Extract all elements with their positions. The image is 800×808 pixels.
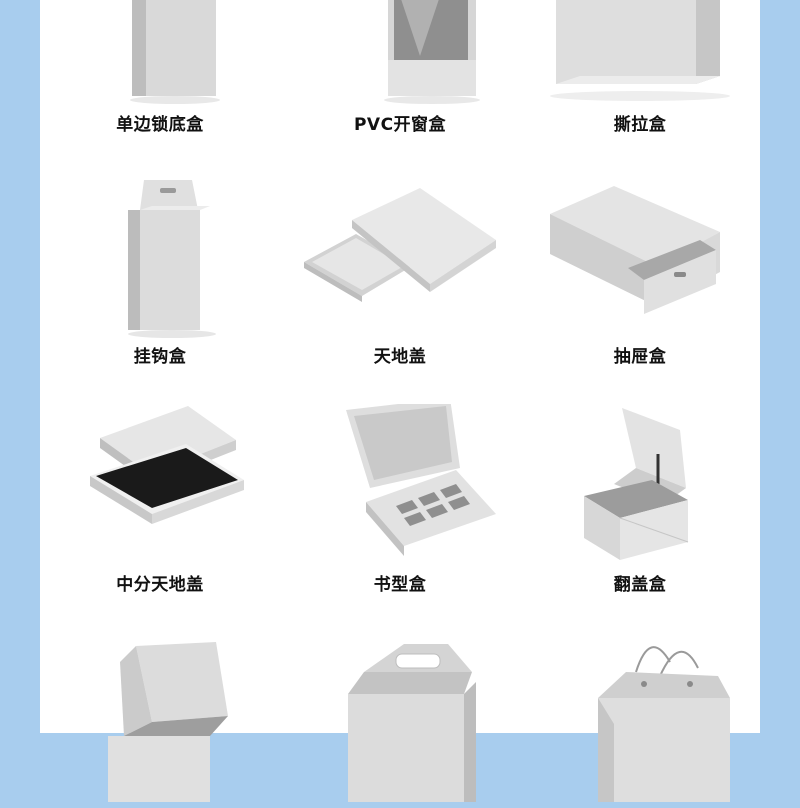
- box-item-pvc-window[interactable]: PVC开窗盒: [280, 0, 520, 135]
- content-panel: [40, 0, 760, 733]
- tear-box-icon: [550, 0, 730, 101]
- mailer-box-icon: [108, 642, 228, 802]
- box-item-mailer[interactable]: [40, 580, 280, 808]
- box-label: 书型盒: [373, 575, 427, 595]
- lid-box-icon: [304, 188, 496, 302]
- book-box-icon: [346, 404, 496, 556]
- box-label: 抽屉盒: [613, 347, 667, 367]
- tall-box-icon: [130, 0, 220, 104]
- box-item-single-lock-bottom[interactable]: 单边锁底盒: [40, 0, 280, 135]
- bag-box-icon: [598, 646, 730, 802]
- box-item-handle[interactable]: [280, 580, 520, 808]
- box-item-split-lid[interactable]: 中分天地盖: [40, 352, 280, 595]
- window-box-icon: [384, 0, 480, 104]
- flip-box-icon: [584, 408, 689, 560]
- drawer-box-icon: [550, 186, 720, 314]
- box-item-lid-base[interactable]: 天地盖: [280, 124, 520, 367]
- box-item-hanger[interactable]: 挂钩盒: [40, 124, 280, 367]
- hanger-box-icon: [128, 180, 216, 338]
- box-label: 单边锁底盒: [116, 115, 204, 135]
- box-label: 撕拉盒: [613, 115, 667, 135]
- box-label: 翻盖盒: [613, 575, 667, 595]
- box-type-grid: 单边锁底盒 PVC开窗盒 撕拉盒 挂钩盒: [40, 0, 760, 802]
- box-label: PVC开窗盒: [353, 115, 447, 135]
- box-label: 挂钩盒: [133, 347, 187, 367]
- box-item-flip-top[interactable]: 翻盖盒: [520, 352, 760, 595]
- box-item-tear-strip[interactable]: 撕拉盒: [520, 0, 760, 135]
- box-item-gift-bag[interactable]: [520, 580, 760, 808]
- box-item-drawer[interactable]: 抽屉盒: [520, 124, 760, 367]
- handle-box-icon: [348, 644, 476, 802]
- box-label: 中分天地盖: [116, 575, 204, 595]
- split-lid-box-icon: [90, 406, 244, 524]
- box-label: 天地盖: [373, 347, 427, 367]
- box-item-book[interactable]: 书型盒: [280, 352, 520, 595]
